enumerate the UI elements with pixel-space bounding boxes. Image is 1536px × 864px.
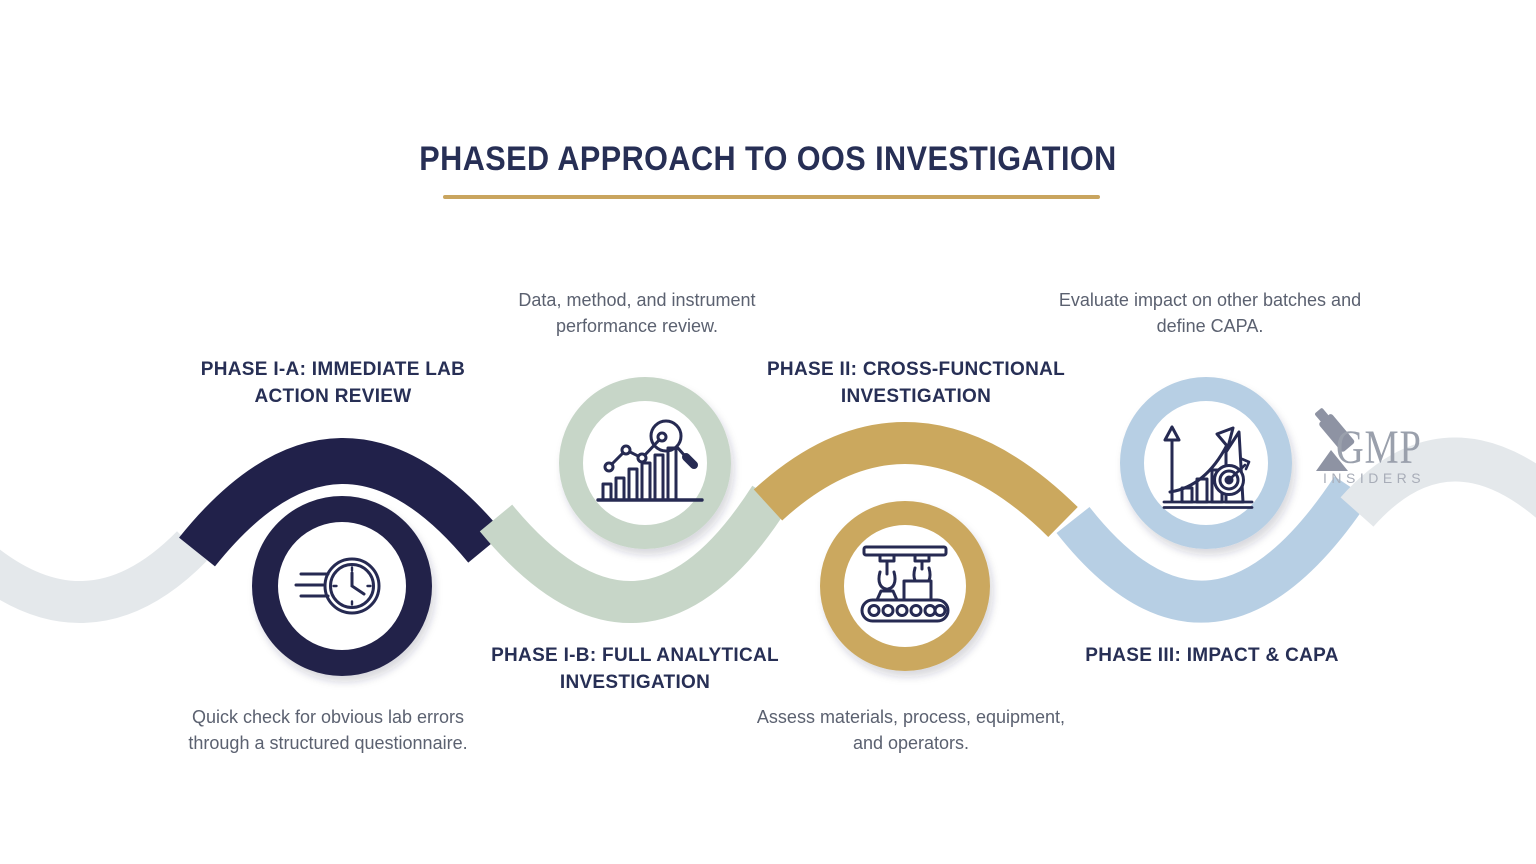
wave-segment-gold bbox=[753, 422, 1078, 538]
speed-clock-icon bbox=[294, 557, 381, 615]
wave-segment-gray-left bbox=[0, 531, 207, 623]
page-title: PHASED APPROACH TO OOS INVESTIGATION bbox=[419, 140, 1117, 178]
phase-3-label: PHASE III: IMPACT & CAPA bbox=[1085, 645, 1339, 666]
wave-ribbon bbox=[0, 422, 1536, 624]
assembly-line-icon bbox=[860, 545, 950, 623]
microscope-icon bbox=[1315, 408, 1355, 471]
title-underline bbox=[443, 195, 1100, 199]
phase-3-description: Evaluate impact on other batches and def… bbox=[1058, 290, 1362, 336]
phase-3-circle bbox=[1120, 377, 1292, 549]
phase-2-label: PHASE II: CROSS-FUNCTIONAL INVESTIGATION bbox=[766, 359, 1066, 407]
phase-1a-description: Quick check for obvious lab errors throu… bbox=[188, 707, 468, 753]
wave-segment-green bbox=[479, 485, 788, 624]
phase-2-description: Assess materials, process, equipment, an… bbox=[756, 707, 1066, 753]
phase-1a-label: PHASE I-A: IMMEDIATE LAB ACTION REVIEW bbox=[200, 359, 466, 407]
phase-1b-label: PHASE I-B: FULL ANALYTICAL INVESTIGATION bbox=[491, 645, 779, 693]
phase-1a-circle bbox=[252, 496, 432, 676]
wave-segment-blue bbox=[1056, 476, 1370, 623]
phase-1b-description: Data, method, and instrument performance… bbox=[518, 290, 756, 336]
logo-subtext: INSIDERS bbox=[1323, 470, 1426, 486]
logo-brand-text: GMP bbox=[1336, 421, 1422, 474]
bar-chart-magnifier-icon bbox=[596, 419, 704, 502]
wave-segment-gray-right bbox=[1340, 437, 1536, 527]
wave-segment-navy bbox=[179, 438, 504, 567]
growth-target-icon bbox=[1162, 425, 1254, 509]
